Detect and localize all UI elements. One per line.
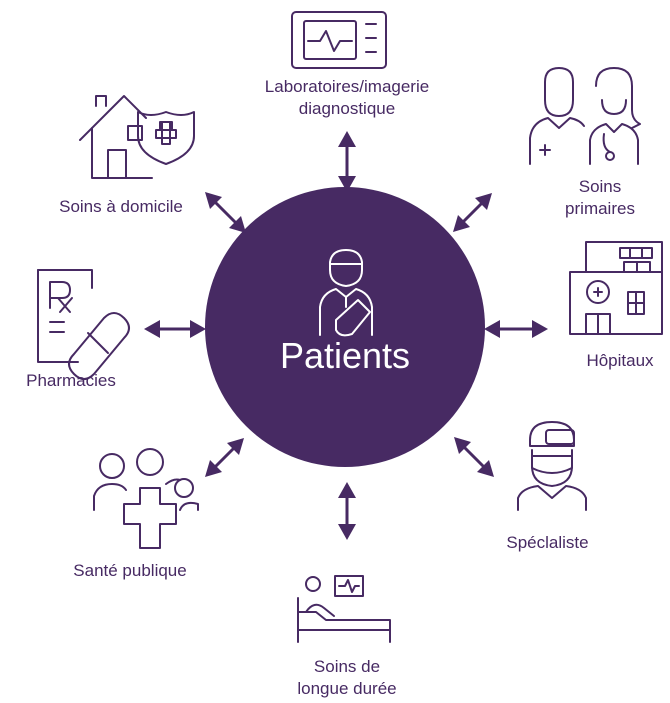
monitor-icon — [291, 11, 387, 69]
label-pharmacies: Pharmacies — [26, 371, 116, 390]
label-soins-domicile: Soins à domicile — [59, 197, 183, 216]
arrow-pharmacies — [144, 320, 206, 338]
doctors-icon — [529, 67, 641, 165]
label-laboratoires: Laboratoires/imagerie diagnostique — [264, 77, 430, 118]
arrow-sante-publique — [205, 438, 244, 477]
surgeon-icon — [517, 421, 587, 511]
prescription-pill-icon — [37, 269, 130, 380]
label-soins-primaires: Soins primaires — [565, 177, 635, 218]
arrow-laboratoires — [338, 131, 356, 192]
arrow-soins-primaires — [453, 193, 492, 232]
hospital-icon — [569, 241, 663, 335]
label-specialiste: Spéclaliste — [506, 533, 589, 552]
patient-arm-sling-icon — [319, 249, 373, 337]
people-cross-icon — [93, 448, 199, 549]
patients-circle — [205, 187, 485, 467]
center-label: Patients — [279, 335, 411, 376]
label-soins-longue-duree: Soins de longue durée — [297, 657, 397, 698]
label-sante-publique: Santé publique — [73, 561, 187, 580]
arrow-specialiste — [454, 437, 494, 477]
house-shield-icon — [79, 95, 195, 179]
arrow-soins-domicile — [205, 192, 246, 233]
arrow-hopitaux — [484, 320, 548, 338]
bed-monitor-icon — [297, 575, 391, 643]
label-hopitaux: Hôpitaux — [586, 351, 654, 370]
arrow-soins-longue-duree — [338, 482, 356, 540]
